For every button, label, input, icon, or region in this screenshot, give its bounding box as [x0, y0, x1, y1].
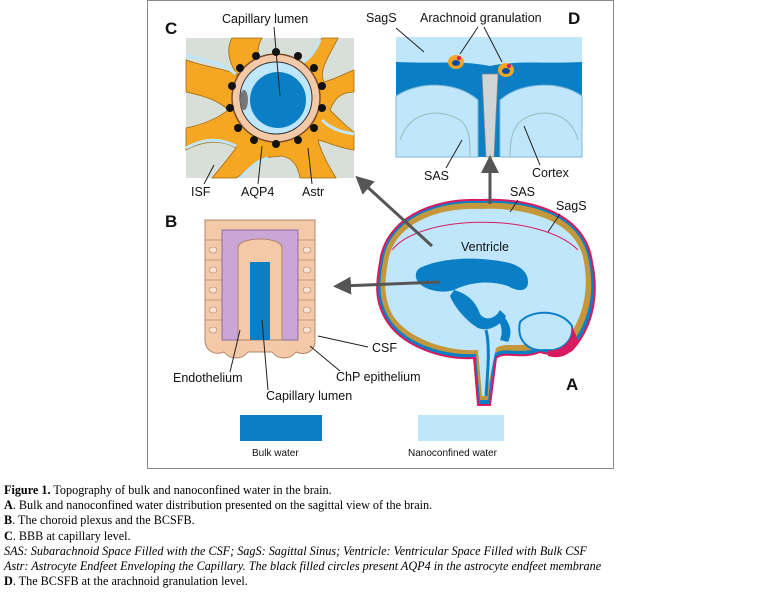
figure-caption: Figure 1. Topography of bulk and nanocon…	[4, 483, 756, 589]
pointer-d-sags	[395, 27, 425, 53]
panel-d-letter: D	[568, 9, 580, 28]
caption-title: Topography of bulk and nanoconfined wate…	[50, 483, 332, 497]
third-ventricle	[450, 290, 506, 330]
cortex-left-gyrus	[399, 112, 471, 158]
legend-swatch-bulk	[240, 415, 322, 441]
panel-c: C Capillary lumen ISF AQP4 Astr	[165, 12, 355, 199]
label-b-csf: CSF	[372, 341, 397, 355]
isf-line-2	[185, 138, 237, 150]
arrow-to-panel-c	[355, 175, 434, 248]
label-d-arachnoid-granulation: Arachnoid granulation	[420, 11, 542, 25]
pointer-d-granulation-right	[483, 26, 503, 63]
panel-a: A Ventricle SAS SagS	[376, 185, 596, 406]
arachnoid-granulation-right	[498, 63, 514, 77]
pointer-b-endothelium	[229, 329, 241, 373]
label-d-cortex: Cortex	[532, 166, 570, 180]
figure-illustration: C Capillary lumen ISF AQP4 Astr D	[165, 9, 596, 459]
arachnoid-granulation-left	[448, 55, 464, 69]
lateral-ventricle	[415, 258, 528, 292]
caption-abbreviations-1: SAS: Subarachnoid Space Filled with the …	[4, 543, 587, 558]
caption-a-text: . Bulk and nanoconfined water distributi…	[12, 498, 433, 513]
pointer-b-lumen	[261, 319, 269, 391]
caption-line-3: B. The choroid plexus and the BCSFB.	[4, 513, 756, 528]
pointer-a-sas	[509, 199, 519, 213]
label-d-sags: SagS	[366, 11, 397, 25]
label-c-capillary-lumen: Capillary lumen	[222, 12, 308, 26]
label-a-sags: SagS	[556, 199, 587, 213]
caption-c-text: . BBB at capillary level.	[12, 528, 131, 543]
caption-abbreviations-2: Astr: Astrocyte Endfeet Enveloping the C…	[4, 559, 602, 574]
pointer-c-astr	[307, 147, 313, 185]
label-d-sas: SAS	[424, 169, 449, 183]
isf-line-1	[185, 53, 237, 76]
label-a-ventricle: Ventricle	[461, 240, 509, 254]
cortex-left	[395, 84, 479, 158]
panel-b: B CSF Endothelium ChP epithelium Capilla…	[165, 212, 421, 403]
brain-tissue	[385, 208, 586, 396]
caption-line-4: C. BBB at capillary level.	[4, 529, 756, 544]
caption-figure-number: Figure 1.	[4, 483, 51, 497]
label-b-capillary-lumen: Capillary lumen	[266, 389, 352, 403]
pointer-d-sas	[445, 139, 463, 169]
label-c-astr: Astr	[302, 185, 324, 199]
label-a-sas: SAS	[510, 185, 535, 199]
legend: Bulk water Nanoconfined water	[240, 415, 504, 459]
label-c-aqp4: AQP4	[241, 185, 274, 199]
pointer-d-cortex	[523, 125, 541, 166]
cerebellum	[518, 311, 574, 352]
caption-b-text: . The choroid plexus and the BCSFB.	[12, 513, 195, 528]
fourth-ventricle	[496, 312, 511, 342]
pointer-b-chp	[309, 345, 341, 372]
label-b-chp-epithelium: ChP epithelium	[336, 370, 421, 384]
panel-c-letter: C	[165, 19, 177, 38]
panel-d: D SagS Arachnoid granulation SAS Cortex	[366, 9, 583, 183]
pointer-b-csf	[317, 335, 369, 348]
pointer-d-granulation-left	[459, 26, 479, 55]
epithelial-nuclei	[208, 246, 312, 334]
isf-line-4	[320, 118, 355, 136]
isf-line-5	[238, 156, 269, 180]
caption-b-letter: B	[4, 513, 13, 528]
caption-d-letter: D	[4, 574, 13, 589]
epithelial-cells	[205, 239, 315, 321]
capillary-lumen	[250, 72, 306, 128]
caption-line-7: D. The BCSFB at the arachnoid granulatio…	[4, 574, 756, 589]
caption-d-text: . The BCSFB at the arachnoid granulation…	[12, 574, 248, 589]
caption-line-2: A. Bulk and nanoconfined water distribut…	[4, 498, 756, 513]
cortex-right	[499, 84, 583, 158]
label-b-endothelium: Endothelium	[173, 371, 243, 385]
panel-arrows	[333, 155, 499, 295]
capillary-lumen-b	[250, 262, 270, 340]
pericyte-nucleus	[240, 90, 248, 110]
arrow-to-panel-b	[333, 276, 441, 295]
panel-b-letter: B	[165, 212, 177, 231]
label-c-isf: ISF	[191, 185, 211, 199]
cortex-right-gyrus	[509, 112, 579, 158]
ventricle-red-membrane	[391, 221, 579, 251]
pointer-c-isf	[203, 164, 215, 185]
cerebellum-red	[548, 326, 578, 358]
pointer-c-aqp4	[257, 145, 263, 185]
pointer-c-lumen	[273, 26, 281, 97]
legend-label-nano: Nanoconfined water	[408, 448, 498, 459]
brainstem-canal	[484, 329, 490, 397]
legend-swatch-nano	[418, 415, 504, 441]
caption-a-letter: A	[4, 498, 13, 513]
legend-label-bulk: Bulk water	[252, 448, 299, 459]
aqp4-dots	[226, 48, 326, 148]
sagittal-sinus	[396, 37, 582, 66]
pointer-a-sags	[547, 213, 561, 233]
caption-line-1: Figure 1. Topography of bulk and nanocon…	[4, 483, 756, 498]
panel-a-letter: A	[566, 375, 578, 394]
caption-c-letter: C	[4, 528, 13, 543]
